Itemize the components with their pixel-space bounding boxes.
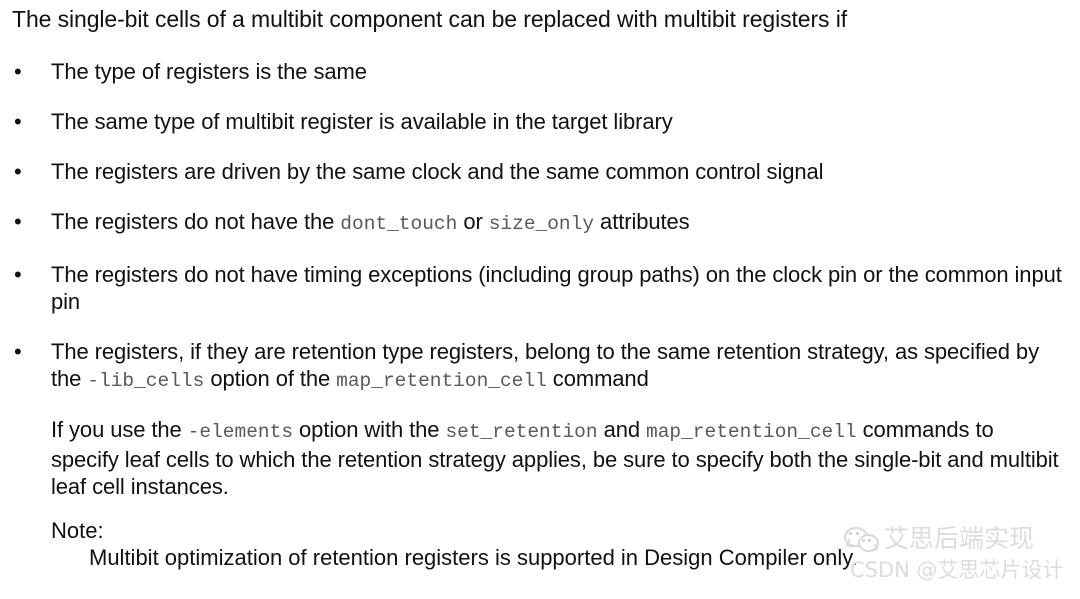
bullet-marker-icon: • xyxy=(14,209,22,234)
bullet-marker-icon: • xyxy=(14,262,22,287)
list-item-text: The registers, if they are retention typ… xyxy=(51,339,1039,392)
list-item-text: The type of registers is the same xyxy=(51,59,367,84)
code-token: map_retention_cell xyxy=(646,421,857,443)
spacer xyxy=(0,500,1080,517)
code-token: size_only xyxy=(488,213,595,235)
code-token: set_retention xyxy=(445,421,598,443)
list-item-text: The registers do not have the dont_touch… xyxy=(51,209,690,235)
note-block: Note: Multibit optimization of retention… xyxy=(0,517,1080,571)
list-item: • The registers do not have the dont_tou… xyxy=(0,208,1080,238)
intro-paragraph: The single-bit cells of a multibit compo… xyxy=(12,6,848,32)
list-item-text: The registers do not have timing excepti… xyxy=(51,262,1062,314)
sub-paragraph: If you use the -elements option with the… xyxy=(51,417,1059,499)
note-body: Multibit optimization of retention regis… xyxy=(89,545,858,570)
code-token: dont_touch xyxy=(340,213,458,235)
bullet-marker-icon: • xyxy=(14,159,22,184)
code-token: map_retention_cell xyxy=(336,370,547,392)
list-item: • The registers, if they are retention t… xyxy=(0,338,1080,395)
list-item: • The type of registers is the same xyxy=(0,58,1080,85)
bullet-marker-icon: • xyxy=(14,339,22,364)
list-item-text: The same type of multibit register is av… xyxy=(51,109,673,134)
list-item: • The same type of multibit register is … xyxy=(0,108,1080,135)
code-token: -elements xyxy=(187,421,294,443)
list-item: • The registers do not have timing excep… xyxy=(0,261,1080,315)
list-item-text: The registers are driven by the same clo… xyxy=(51,159,824,184)
list-item: • The registers are driven by the same c… xyxy=(0,158,1080,185)
bullet-marker-icon: • xyxy=(14,109,22,134)
code-token: -lib_cells xyxy=(87,370,205,392)
bullet-list: • The type of registers is the same • Th… xyxy=(0,58,1080,571)
note-label: Note: xyxy=(51,518,104,543)
bullet-marker-icon: • xyxy=(14,59,22,84)
